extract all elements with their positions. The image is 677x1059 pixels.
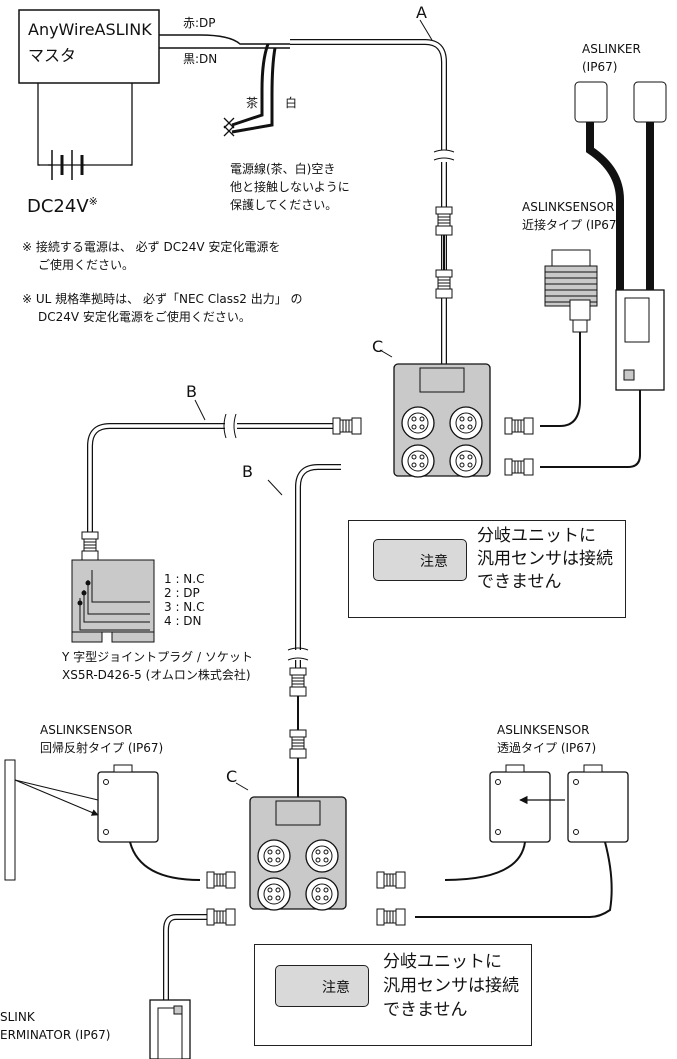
sensor-proximity-label-2: 近接タイプ (IP67)	[522, 218, 622, 232]
caution-line-2: 汎用センサは接続	[383, 976, 519, 996]
wire-red-dp: 赤:DP	[183, 16, 216, 30]
y-joint-label-1: Y 字型ジョイントプラグ / ソケット	[62, 650, 253, 664]
note-3: ※ UL 規格準拠時は、 必ず「NEC Class2 出力」 の	[22, 292, 303, 306]
aslinker-label-1: ASLINKER	[582, 42, 641, 56]
terminator-label-1: SLINK	[0, 1010, 35, 1024]
caution-badge: 注意	[275, 965, 369, 1007]
caution-line-1: 分岐ユニットに	[383, 952, 502, 972]
note-1: ※ 接続する電源は、 必ず DC24V 安定化電源を	[22, 240, 281, 254]
note-2: ご使用ください。	[38, 258, 135, 272]
caution-line-3: できません	[383, 1000, 468, 1020]
caution-line-2: 汎用センサは接続	[477, 549, 613, 569]
sensor-retro-label-1: ASLINKSENSOR	[40, 723, 133, 737]
sensor-proximity-label-1: ASLINKSENSOR	[522, 200, 615, 214]
note-4: DC24V 安定化電源をご使用ください。	[38, 310, 251, 324]
master-subtitle: マスタ	[28, 46, 77, 65]
pin-1: 1 : N.C	[164, 572, 205, 586]
sensor-through-label-1: ASLINKSENSOR	[497, 723, 590, 737]
aslinker-label-2: (IP67)	[582, 60, 618, 74]
caution-line-1: 分岐ユニットに	[477, 526, 596, 546]
power-note-2: 他と接触しないように	[230, 180, 350, 194]
power-note-1: 電源線(茶、白)空き	[230, 162, 336, 176]
sensor-through-label-2: 透過タイプ (IP67)	[497, 741, 597, 755]
branch-label-c: C	[372, 337, 384, 356]
y-joint-body	[71, 559, 155, 633]
sensor-retro-label-2: 回帰反射タイプ (IP67)	[40, 741, 164, 755]
wire-white: 白	[285, 96, 298, 110]
cable-label-a: A	[416, 3, 427, 22]
caution-box: 注意 分岐ユニットに 汎用センサは接続 できません	[254, 944, 532, 1046]
caution-line-3: できません	[477, 572, 562, 592]
branch-label-c: C	[226, 767, 238, 786]
master-box	[18, 9, 160, 84]
caution-box: 注意 分岐ユニットに 汎用センサは接続 できません	[348, 520, 626, 618]
pin-4: 4 : DN	[164, 614, 202, 628]
cable-label-b: B	[186, 382, 197, 401]
master-title: AnyWireASLINK	[28, 20, 152, 39]
caution-badge: 注意	[373, 539, 467, 581]
wire-brown: 茶	[246, 96, 259, 110]
cable-label-b: B	[242, 462, 253, 481]
pin-3: 3 : N.C	[164, 600, 205, 614]
wire-black-dn: 黒:DN	[183, 52, 218, 66]
power-label: DC24V※	[27, 195, 98, 217]
terminator-label-2: ERMINATOR (IP67)	[0, 1028, 111, 1042]
power-note-3: 保護してください。	[230, 198, 338, 212]
pin-2: 2 : DP	[164, 586, 200, 600]
y-joint-label-2: XS5R-D426-5 (オムロン株式会社)	[62, 668, 251, 682]
